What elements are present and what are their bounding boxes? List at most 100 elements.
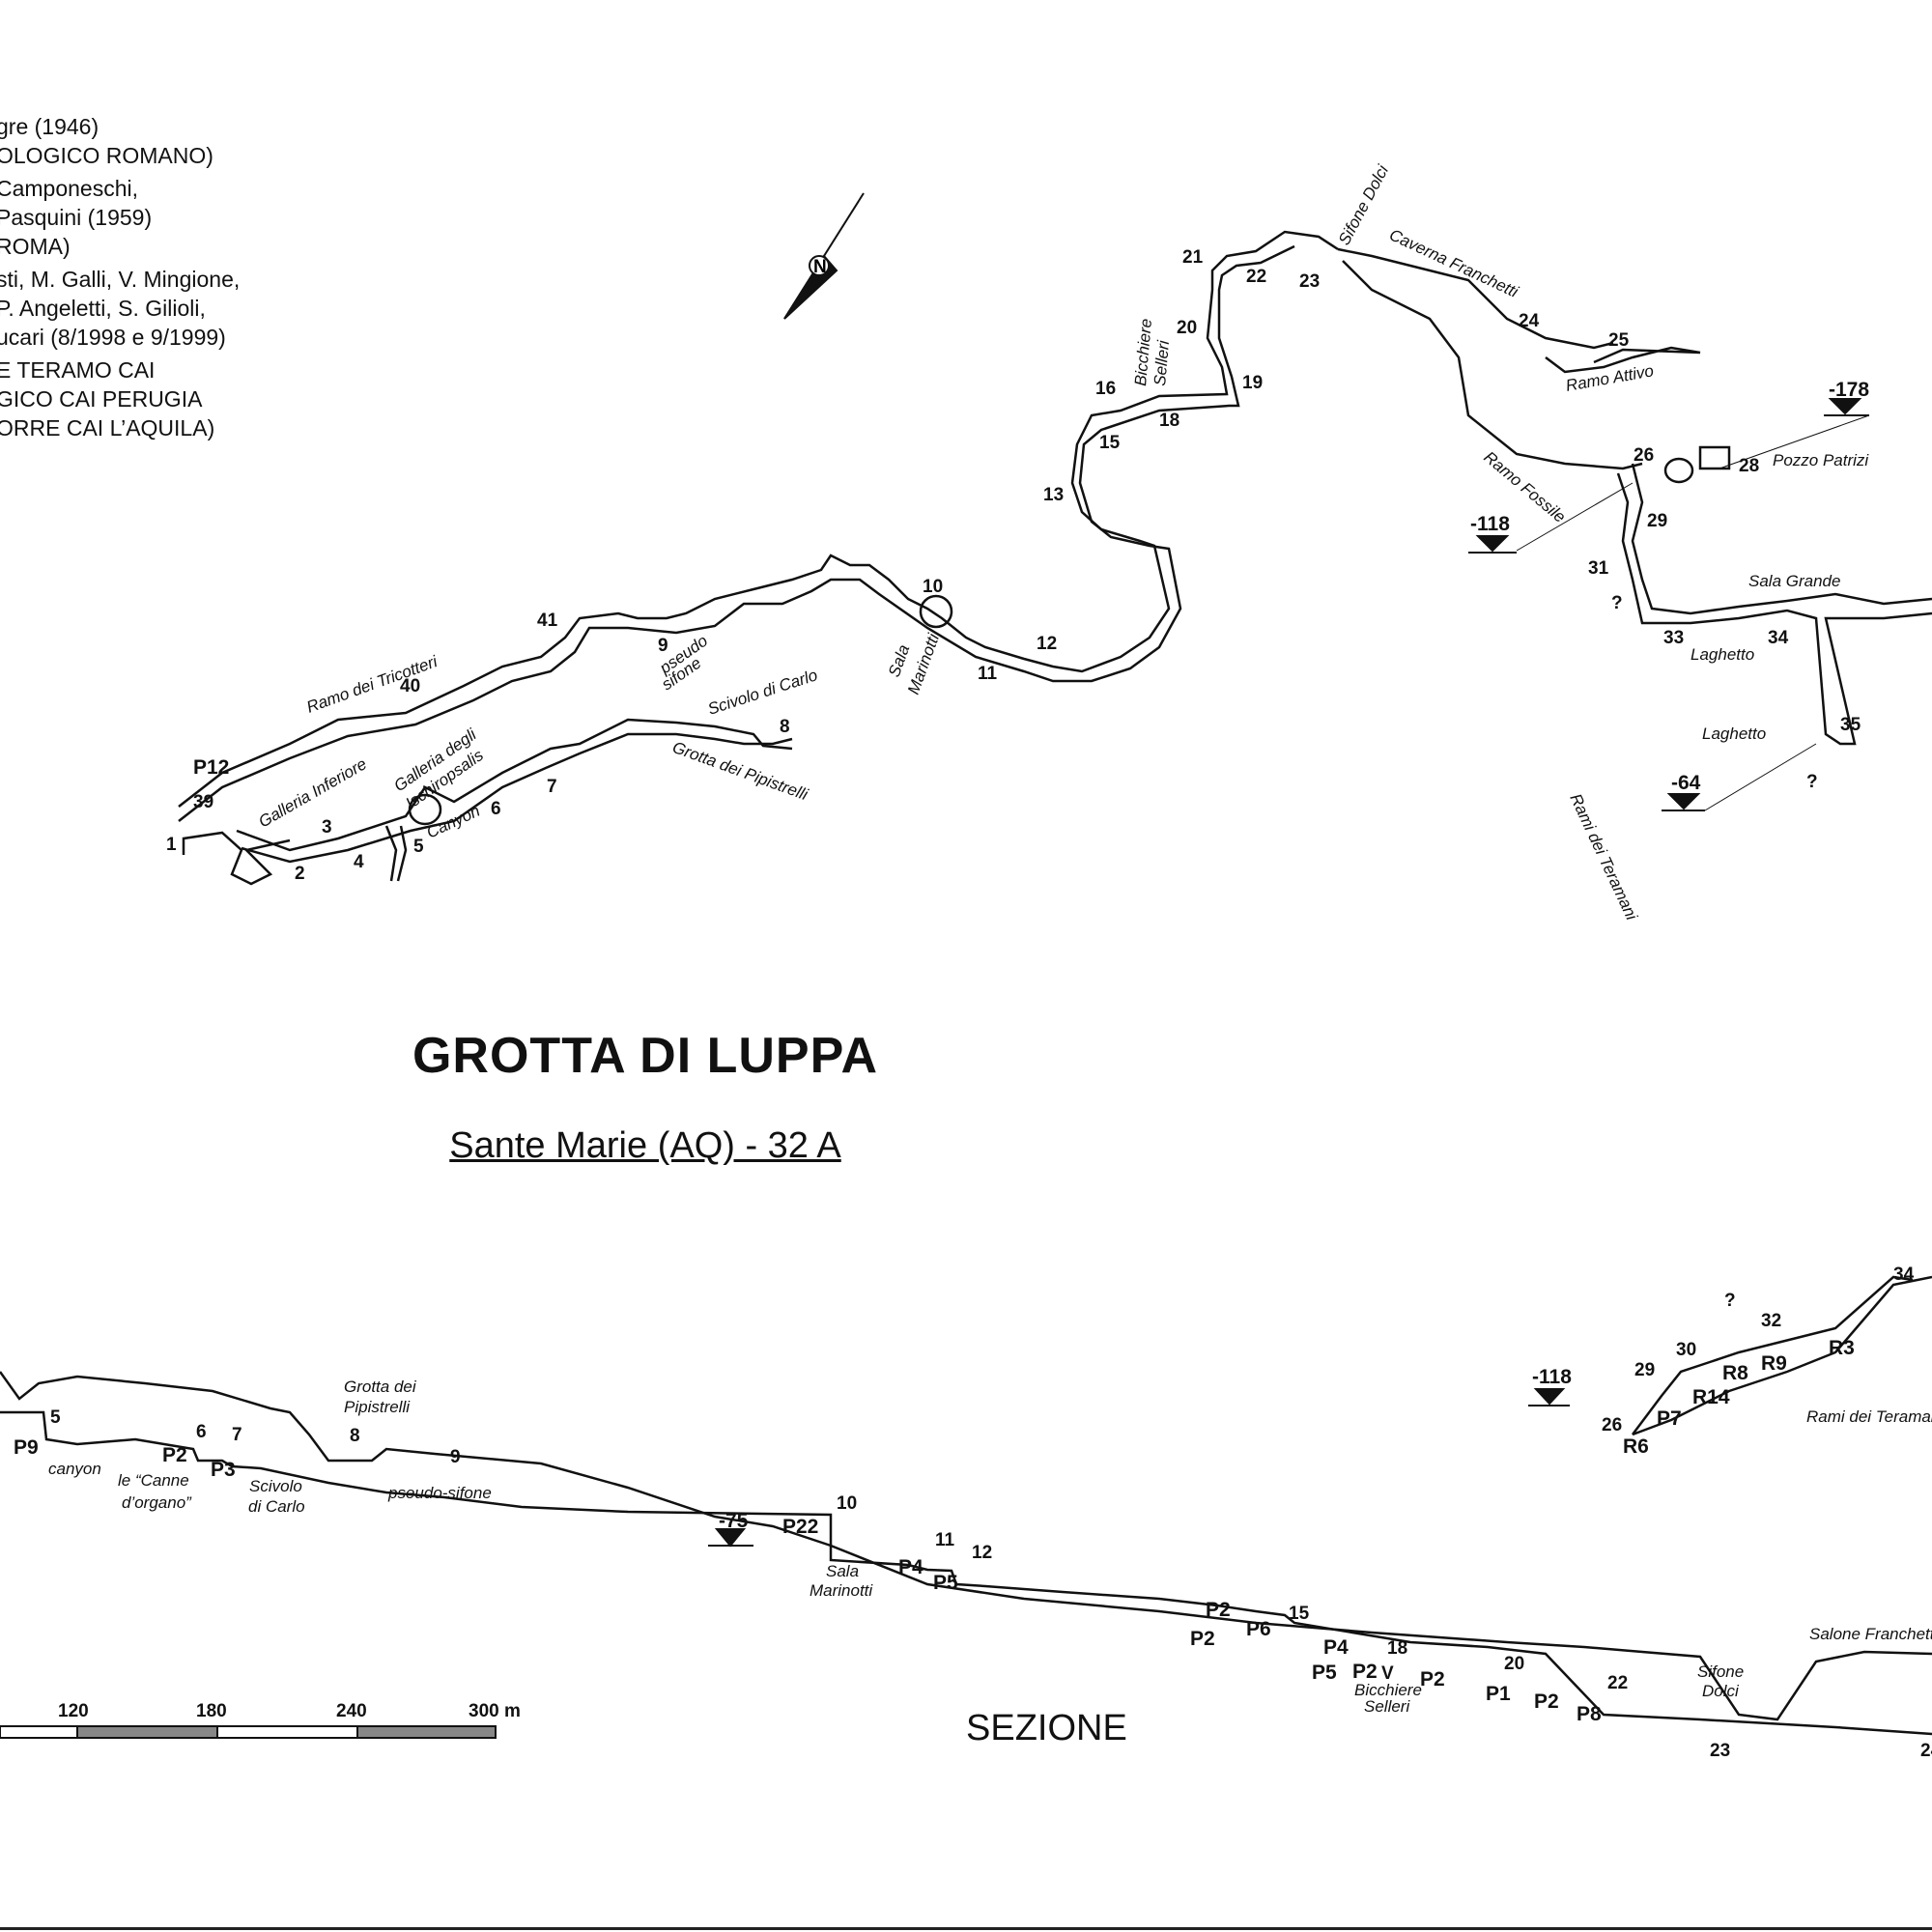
credit-line: Pasquini (1959) <box>0 205 153 230</box>
place-name: Marinotti <box>904 630 944 696</box>
station-label: 26 <box>1634 445 1654 466</box>
section-label: P5 <box>1312 1662 1337 1684</box>
section-label: P2 <box>1206 1599 1231 1621</box>
station-label: 11 <box>978 664 998 684</box>
section-label: P3 <box>211 1459 236 1481</box>
section-label: 23 <box>1710 1741 1730 1761</box>
credit-line: gre (1946) <box>0 114 99 139</box>
depth-label: -118 <box>1470 513 1510 535</box>
station-label: 31 <box>1588 558 1609 579</box>
place-name: Selleri <box>1151 338 1173 386</box>
station-label: 10 <box>923 577 943 597</box>
section-label: 12 <box>972 1543 992 1563</box>
section-label: P7 <box>1657 1407 1682 1430</box>
section-label: Sifone <box>1697 1662 1744 1681</box>
plan-depth-markers <box>1468 398 1870 811</box>
section-label: di Carlo <box>248 1497 305 1516</box>
section-label: 34 <box>1893 1264 1915 1285</box>
station-label: 18 <box>1159 411 1179 431</box>
section-label: Bicchiere <box>1354 1681 1422 1699</box>
credit-line: OLOGICO ROMANO) <box>0 143 213 168</box>
section-label: P22 <box>782 1516 818 1538</box>
section-label: P9 <box>14 1436 39 1459</box>
section-label: R8 <box>1722 1362 1748 1384</box>
credit-line: ROMA) <box>0 234 71 259</box>
section-label: P2 <box>162 1444 187 1466</box>
place-name: ? <box>1611 593 1623 613</box>
credit-line: sti, M. Galli, V. Mingione, <box>0 267 241 292</box>
section-label: Selleri <box>1364 1697 1410 1716</box>
section-label: 9 <box>450 1447 461 1467</box>
section-label: 8 <box>350 1426 360 1446</box>
section-label: R3 <box>1829 1337 1855 1359</box>
section-label: P2 <box>1420 1668 1445 1690</box>
station-label: 33 <box>1663 628 1684 648</box>
station-label: 1 <box>166 835 177 855</box>
section-label: Marinotti <box>810 1581 873 1600</box>
section-label: P8 <box>1577 1703 1602 1725</box>
section-label: 26 <box>1602 1415 1622 1435</box>
place-name: Sala Grande <box>1748 572 1840 590</box>
section-label: 5 <box>50 1407 61 1428</box>
section-depth-marker <box>708 1388 1570 1548</box>
station-label: 4 <box>354 852 364 872</box>
credit-line: P. Angeletti, S. Gilioli, <box>0 296 206 321</box>
scale-tick-label: 240 <box>336 1701 367 1721</box>
place-name: ? <box>1806 772 1818 792</box>
section-label: Dolci <box>1702 1682 1740 1700</box>
station-label: 13 <box>1043 485 1064 505</box>
station-label: 20 <box>1177 318 1197 338</box>
depth-label: -178 <box>1829 379 1869 401</box>
section-label: canyon <box>48 1460 101 1478</box>
section-label: P5 <box>933 1572 958 1594</box>
place-name: Sala <box>885 642 913 679</box>
section-label: R6 <box>1623 1435 1649 1458</box>
section-label: 20 <box>1504 1654 1524 1674</box>
place-name: Rami dei Teramani <box>1566 791 1641 924</box>
station-label: 34 <box>1768 628 1789 648</box>
section-title: SEZIONE <box>966 1708 1127 1748</box>
station-label: 16 <box>1095 379 1116 399</box>
section-label: P6 <box>1246 1618 1271 1640</box>
station-label: 6 <box>491 799 501 819</box>
survey-credits: gre (1946)OLOGICO ROMANO)Camponeschi,Pas… <box>0 112 240 442</box>
station-label: 35 <box>1840 715 1861 735</box>
section-label: 22 <box>1607 1673 1628 1693</box>
place-name: Laghetto <box>1702 724 1766 743</box>
station-label: 21 <box>1182 247 1204 268</box>
scale-bar <box>0 1725 497 1739</box>
section-label: Scivolo <box>249 1477 302 1495</box>
station-label: 15 <box>1099 433 1121 453</box>
station-label: 5 <box>413 837 424 857</box>
credit-line: ucari (8/1998 e 9/1999) <box>0 325 226 350</box>
station-label: 22 <box>1246 267 1266 287</box>
section-label: P4 <box>898 1556 923 1578</box>
station-label: 24 <box>1519 311 1540 331</box>
station-label: 23 <box>1299 271 1320 292</box>
section-label: -118 <box>1532 1366 1572 1388</box>
section-label: 6 <box>196 1422 207 1442</box>
place-name: Ramo Attivo <box>1564 361 1655 395</box>
place-name: Laghetto <box>1690 645 1754 664</box>
north-arrow-icon <box>783 192 865 320</box>
section-label: 18 <box>1387 1638 1407 1659</box>
section-label: Grotta dei <box>344 1378 417 1396</box>
section-label: P4 <box>1323 1636 1349 1659</box>
place-name: Scivolo di Carlo <box>705 666 819 719</box>
section-label: Pipistrelli <box>344 1398 411 1416</box>
north-label: N <box>813 257 827 277</box>
credit-line: E TERAMO CAI <box>0 357 156 383</box>
scale-tick-label: 300 m <box>469 1701 521 1721</box>
section-label: 10 <box>837 1493 857 1514</box>
section-label: R14 <box>1692 1386 1730 1408</box>
section-label: 32 <box>1761 1311 1781 1331</box>
section-label: 11 <box>935 1530 955 1550</box>
section-label: d’organo” <box>122 1493 192 1512</box>
station-label: 7 <box>547 777 557 797</box>
section-label: le “Canne <box>118 1471 189 1490</box>
map-subtitle: Sante Marie (AQ) - 32 A <box>449 1125 841 1166</box>
section-label: Sala <box>826 1562 859 1580</box>
place-name: Pozzo Patrizi <box>1773 451 1869 469</box>
section-label: R9 <box>1761 1352 1787 1375</box>
